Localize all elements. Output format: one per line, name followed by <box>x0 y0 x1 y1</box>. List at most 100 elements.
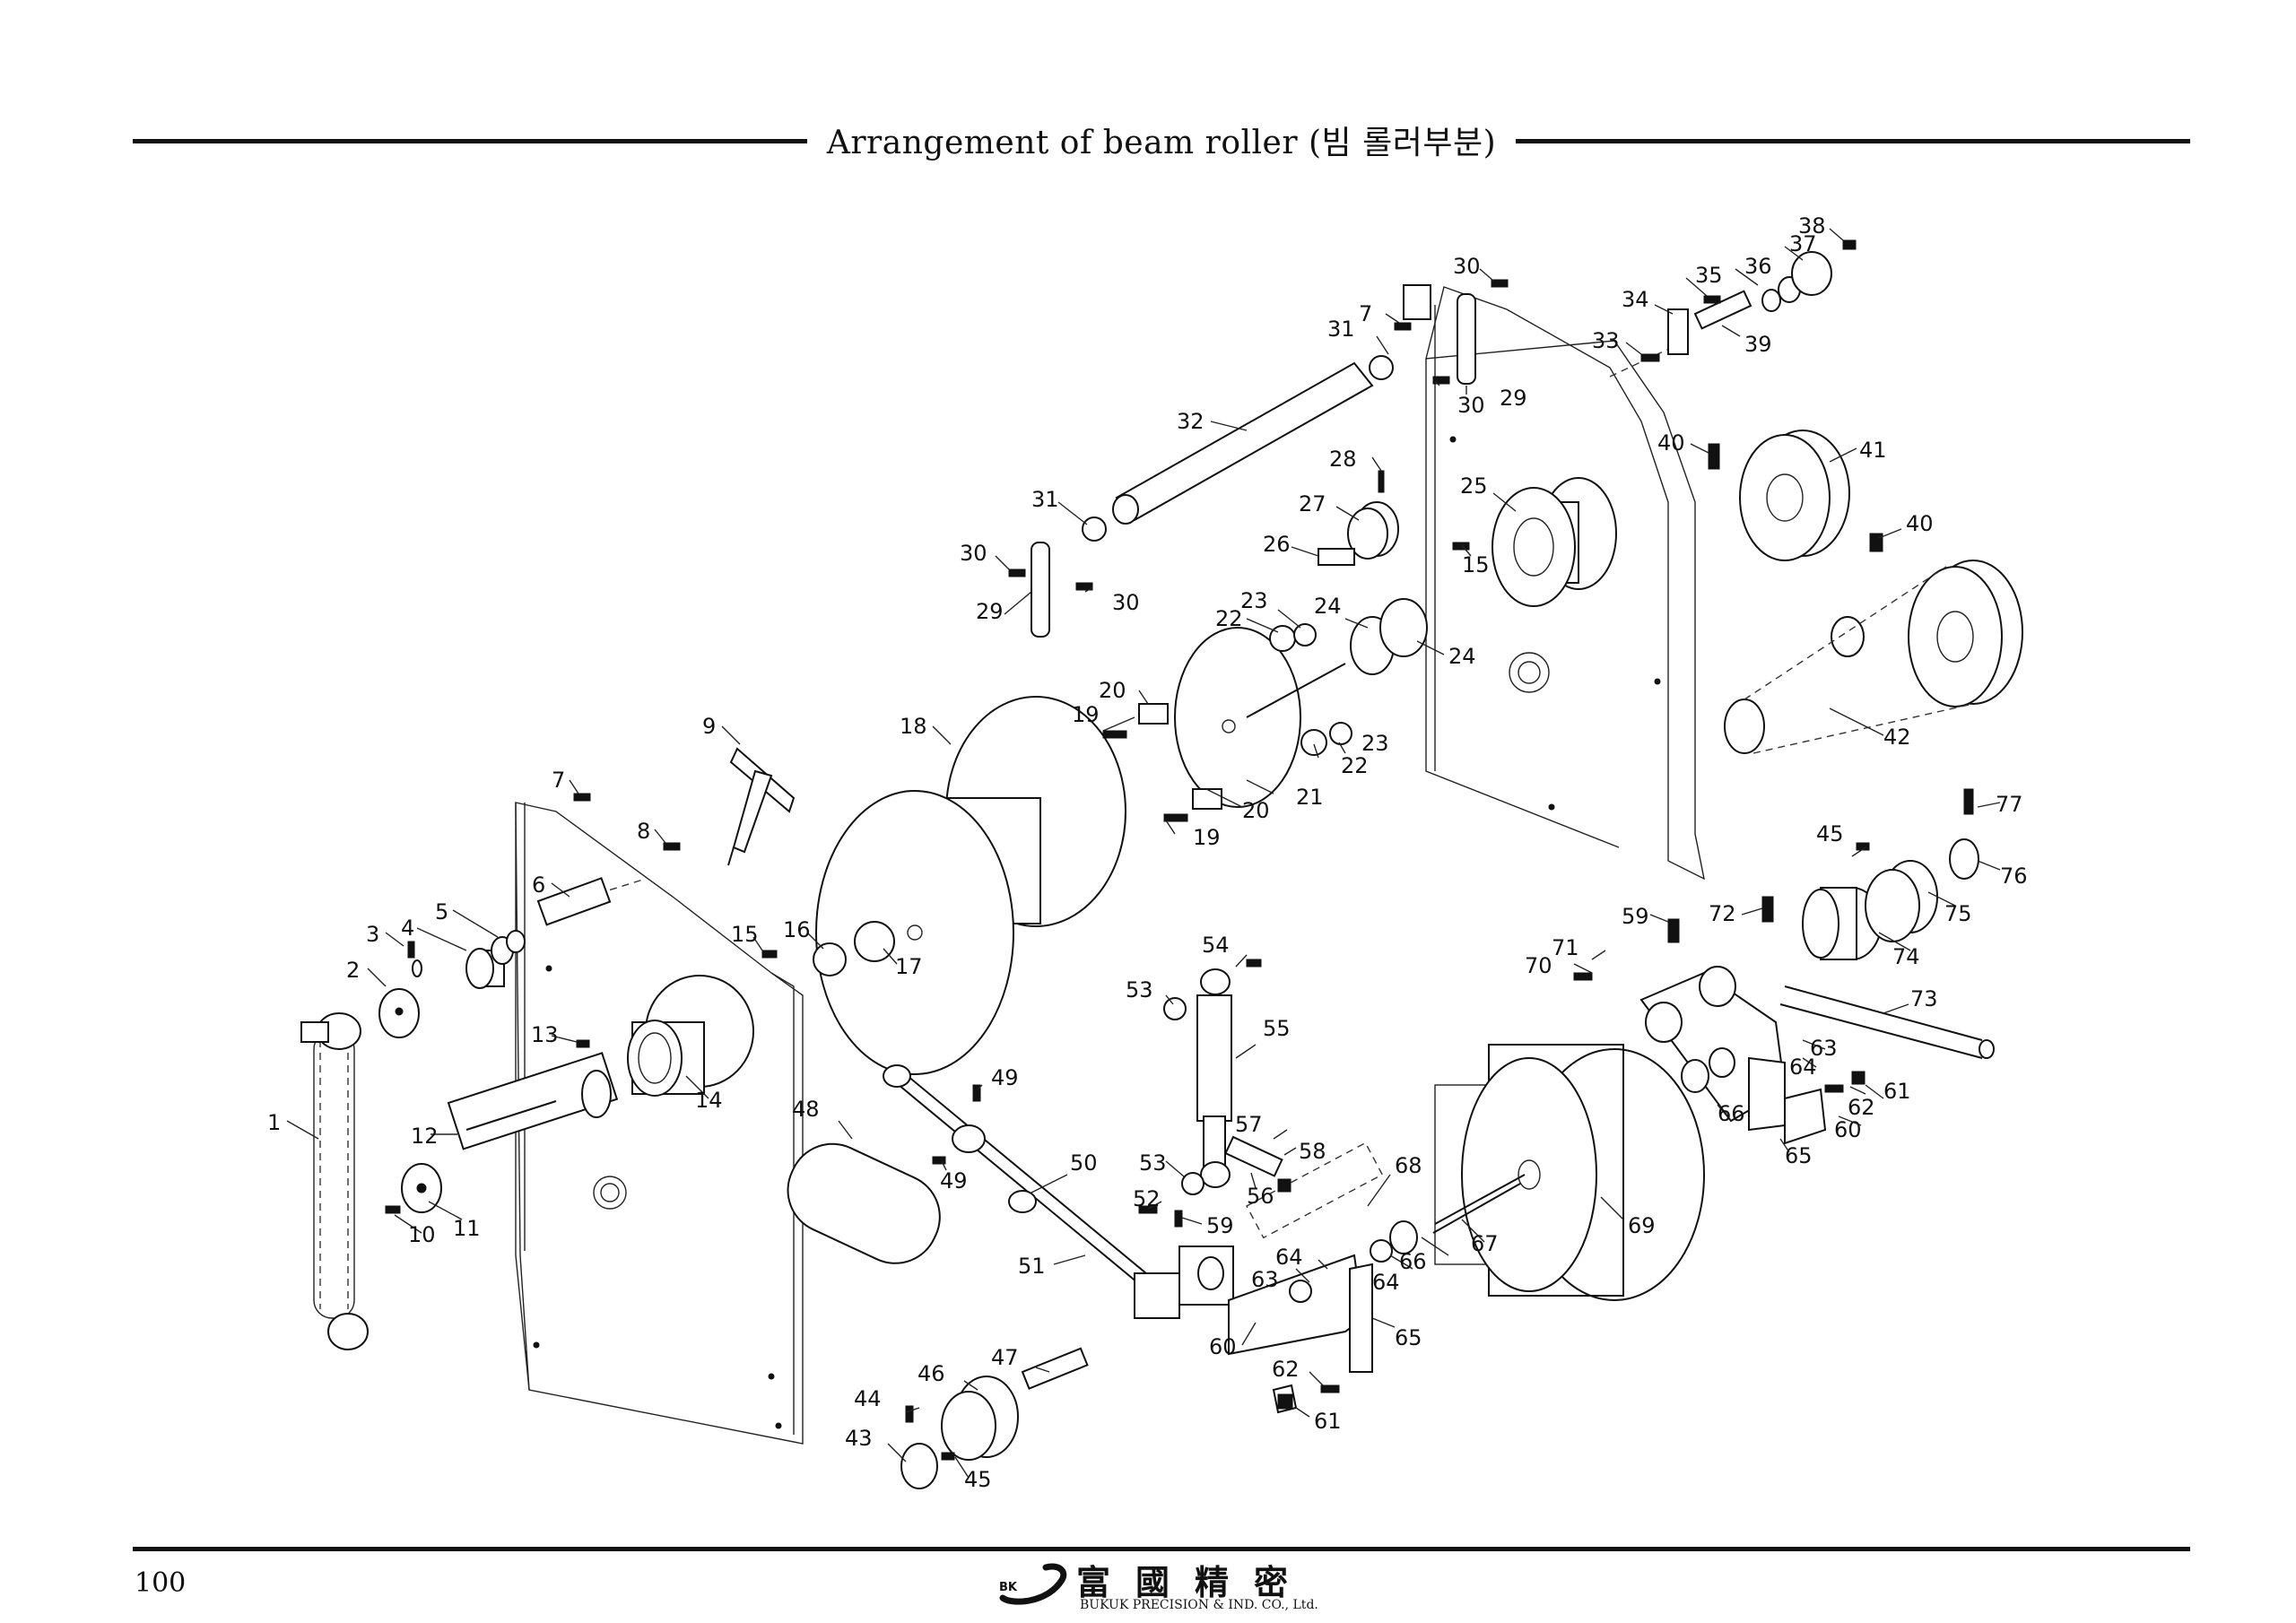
parts-13-14-flange-housing <box>627 975 754 1097</box>
callout-labels: 1 2 3 4 5 6 7 8 9 10 11 12 13 14 15 16 1… <box>267 213 2028 1492</box>
callout-64b: 64 <box>1372 1270 1400 1295</box>
callout-13: 13 <box>531 1022 559 1047</box>
callout-46: 46 <box>918 1361 945 1386</box>
callout-56: 56 <box>1247 1184 1274 1209</box>
callout-52: 52 <box>1133 1186 1161 1211</box>
callout-1: 1 <box>267 1110 281 1135</box>
callout-63b: 63 <box>1810 1036 1838 1061</box>
callout-43: 43 <box>845 1426 873 1451</box>
callout-24b: 24 <box>1448 644 1476 669</box>
parts-10-12-lower-shaft <box>401 1052 619 1213</box>
callout-44: 44 <box>854 1386 882 1411</box>
callout-61a: 61 <box>1314 1409 1342 1434</box>
callout-30c: 30 <box>1453 254 1481 279</box>
callout-32: 32 <box>1177 409 1205 434</box>
callout-42: 42 <box>1883 725 1911 750</box>
callout-54: 54 <box>1202 933 1230 958</box>
callout-49b: 49 <box>940 1168 968 1193</box>
parts-25-28-flange-pulley <box>1318 470 1617 607</box>
callout-22a: 22 <box>1215 606 1243 631</box>
part-9-handle <box>727 747 796 866</box>
callout-29b: 29 <box>1500 386 1527 411</box>
callout-15a: 15 <box>731 922 759 947</box>
parts-43-47-lower-drive <box>900 1347 1089 1489</box>
callout-59b: 59 <box>1622 904 1649 929</box>
callout-15b: 15 <box>1462 552 1490 577</box>
callout-16: 16 <box>783 917 811 942</box>
callout-45a: 45 <box>964 1467 992 1492</box>
company-logo: BK 富國精密 BUKUK PRECISION & IND. CO., Ltd. <box>994 1558 1361 1621</box>
callout-27: 27 <box>1299 491 1326 516</box>
callout-49a: 49 <box>991 1065 1019 1090</box>
callout-4: 4 <box>401 916 414 941</box>
company-name-cn: 富國精密 <box>1076 1562 1314 1602</box>
callout-74: 74 <box>1892 944 1920 969</box>
callout-63a: 63 <box>1251 1267 1279 1292</box>
callout-19b: 19 <box>1193 825 1221 850</box>
callout-77: 77 <box>1996 792 2023 817</box>
callout-23b: 23 <box>1361 731 1389 756</box>
callout-22b: 22 <box>1341 753 1369 778</box>
callout-19a: 19 <box>1072 702 1100 727</box>
callout-50: 50 <box>1070 1150 1098 1176</box>
callout-24a: 24 <box>1314 594 1342 619</box>
page-title: Arrangement of beam roller (빔 롤러부분) <box>826 125 1497 161</box>
callout-75: 75 <box>1944 901 1972 926</box>
callout-37: 37 <box>1789 231 1817 256</box>
callout-6: 6 <box>532 872 545 898</box>
footer-rule <box>133 1547 2190 1551</box>
callout-48: 48 <box>792 1097 820 1122</box>
callout-73: 73 <box>1910 986 1938 1011</box>
page-number: 100 <box>135 1567 187 1599</box>
callout-25: 25 <box>1460 473 1488 499</box>
callout-47: 47 <box>991 1345 1019 1370</box>
callout-31a: 31 <box>1031 487 1059 512</box>
callout-45b: 45 <box>1816 821 1844 846</box>
callout-68: 68 <box>1395 1153 1422 1178</box>
callout-64a: 64 <box>1275 1245 1303 1270</box>
parts-29-32-top-roller <box>1031 284 1476 638</box>
callout-65b: 65 <box>1785 1143 1813 1168</box>
callout-58: 58 <box>1299 1139 1326 1164</box>
callout-41: 41 <box>1859 438 1887 463</box>
callout-36: 36 <box>1744 254 1772 279</box>
parts-19-24-flange-disc <box>1138 598 1428 810</box>
callout-64c: 64 <box>1789 1055 1817 1080</box>
callout-7b: 7 <box>1359 301 1372 326</box>
header-rule-right <box>1516 139 2190 143</box>
callout-60b: 60 <box>1834 1117 1862 1142</box>
callout-31b: 31 <box>1327 317 1355 342</box>
callout-8: 8 <box>637 819 650 844</box>
header-rule-left <box>133 139 807 143</box>
callout-59a: 59 <box>1206 1213 1234 1238</box>
callout-60a: 60 <box>1209 1334 1237 1359</box>
parts-2-6-drive-group <box>378 877 612 1038</box>
callout-9: 9 <box>702 714 716 739</box>
callout-34: 34 <box>1622 287 1649 312</box>
callout-17: 17 <box>895 954 923 979</box>
callout-38: 38 <box>1798 213 1826 239</box>
callout-55: 55 <box>1263 1016 1291 1041</box>
callout-67: 67 <box>1471 1231 1499 1256</box>
callout-35: 35 <box>1695 263 1723 288</box>
parts-33-39-small-assembly <box>1667 251 1832 355</box>
parts-60-69-main-roller <box>1228 1044 1705 1414</box>
parts-40-42-vbelt-drive <box>1724 430 2023 754</box>
callout-20a: 20 <box>1099 678 1126 703</box>
callout-40b: 40 <box>1906 511 1934 536</box>
callout-66a: 66 <box>1399 1249 1427 1274</box>
callout-3: 3 <box>366 922 379 947</box>
callout-29a: 29 <box>976 599 1004 624</box>
callout-2: 2 <box>346 958 360 983</box>
callout-53a: 53 <box>1126 977 1153 1002</box>
callout-69: 69 <box>1628 1213 1656 1238</box>
callout-62b: 62 <box>1848 1095 1875 1120</box>
callout-20b: 20 <box>1242 798 1270 823</box>
callout-14: 14 <box>695 1088 723 1113</box>
callout-10: 10 <box>408 1222 436 1247</box>
callout-62a: 62 <box>1272 1357 1300 1382</box>
leader-lines <box>286 228 2001 1479</box>
callout-57: 57 <box>1235 1112 1263 1137</box>
callout-7a: 7 <box>552 768 565 793</box>
